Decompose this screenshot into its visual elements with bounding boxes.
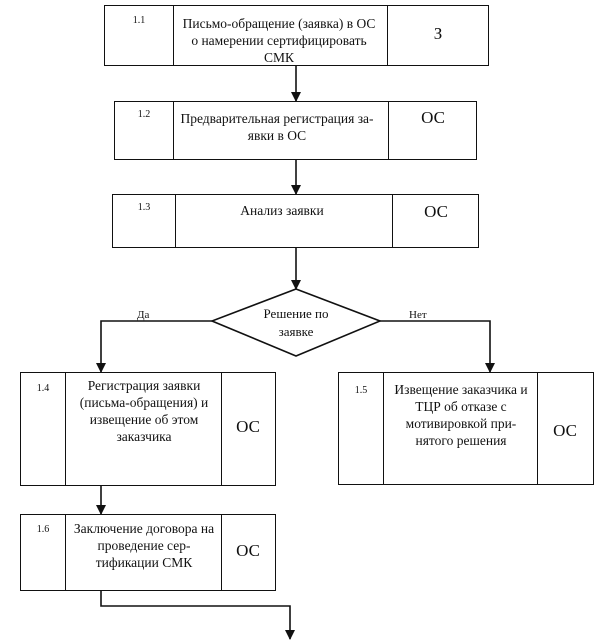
step-1-1-divider-right <box>387 6 388 65</box>
step-1-6-number: 1.6 <box>36 524 50 535</box>
step-1-3-code: ОС <box>424 202 448 221</box>
step-1-1-divider-left <box>173 6 174 65</box>
step-1-2-title: Предварительная регистрация за-явки в ОС <box>180 111 374 143</box>
step-1-3-number: 1.3 <box>137 202 151 213</box>
step-1-2-box: 1.2 Предварительная регистрация за-явки … <box>114 101 477 160</box>
step-1-4-title: Регистрация заявки (письма-обращения) и … <box>79 378 209 444</box>
step-1-3-divider-left <box>175 195 176 247</box>
arrow-yes-branch <box>96 320 212 373</box>
step-1-3-box: 1.3 Анализ заявки ОС <box>112 194 479 248</box>
step-1-2-number: 1.2 <box>137 109 151 120</box>
decision-text: Решение по заявке <box>263 306 329 339</box>
step-1-6-divider-right <box>221 515 222 590</box>
step-1-4-code: ОС <box>236 417 260 436</box>
step-1-2-divider-left <box>173 102 174 159</box>
step-1-5-code: ОС <box>553 421 577 440</box>
step-1-1-number: 1.1 <box>132 15 146 26</box>
decision-diamond <box>209 288 383 357</box>
step-1-4-box: 1.4 Регистрация заявки (письма-обращения… <box>20 372 276 486</box>
step-1-2-code: ОС <box>421 108 445 127</box>
step-1-6-box: 1.6 Заключение договора на проведение се… <box>20 514 276 591</box>
step-1-5-box: 1.5 Извещение заказчика и ТЦР об отказе … <box>338 372 594 485</box>
step-1-5-divider-right <box>537 373 538 484</box>
step-1-4-divider-left <box>65 373 66 485</box>
step-1-5-title: Извещение заказчика и ТЦР об отказе с мо… <box>394 382 528 448</box>
step-1-5-divider-left <box>383 373 384 484</box>
decision-no-label: Нет <box>409 309 427 321</box>
arrow-1-6-out <box>100 591 295 640</box>
step-1-1-box: 1.1 Письмо-обращение (заявка) в ОС о нам… <box>104 5 489 66</box>
decision-yes-label: Да <box>137 309 150 321</box>
step-1-6-divider-left <box>65 515 66 590</box>
arrow-no-branch <box>380 320 495 373</box>
step-1-5-number: 1.5 <box>354 385 368 396</box>
step-1-4-divider-right <box>221 373 222 485</box>
step-1-3-divider-right <box>392 195 393 247</box>
step-1-4-number: 1.4 <box>36 383 50 394</box>
step-1-6-title: Заключение договора на проведение сер-ти… <box>73 521 215 570</box>
step-1-1-title: Письмо-обращение (заявка) в ОС о намерен… <box>182 16 376 65</box>
step-1-2-divider-right <box>388 102 389 159</box>
step-1-1-code: З <box>433 24 443 43</box>
step-1-3-title: Анализ заявки <box>240 203 324 218</box>
step-1-6-code: ОС <box>236 541 260 560</box>
